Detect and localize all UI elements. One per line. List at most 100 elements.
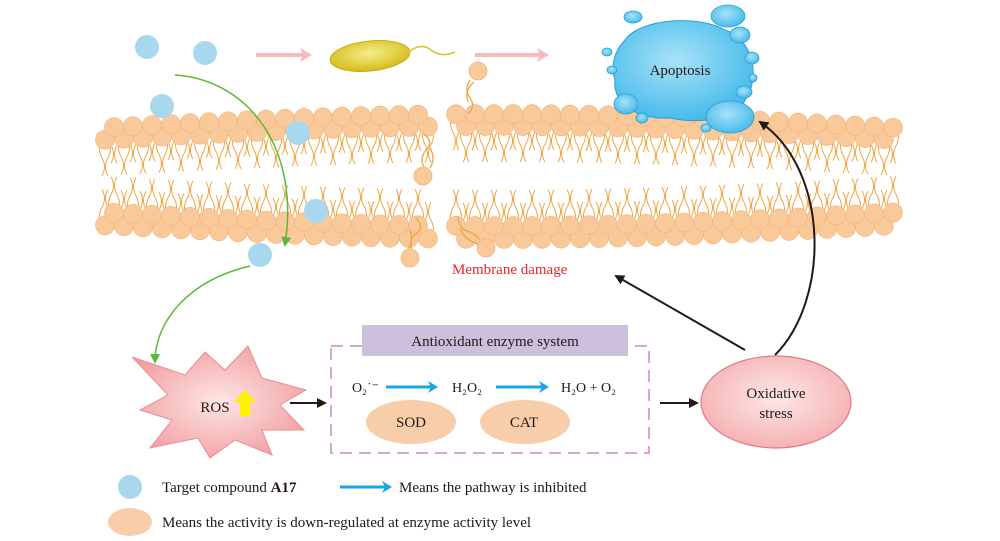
lipid-head: [503, 104, 523, 124]
lipid-head: [199, 112, 219, 132]
lipid-head: [389, 105, 409, 125]
lipid-head: [807, 113, 827, 134]
lipid-head: [712, 211, 732, 231]
lipid-head: [541, 215, 561, 236]
enzyme-system-header: [362, 325, 628, 356]
lipid-head: [693, 211, 713, 232]
lipid-head: [351, 214, 371, 234]
ros-label: ROS: [200, 400, 229, 416]
green-arrow-entry: [174, 74, 292, 247]
oxidative-stress-line1: Oxidative: [746, 386, 805, 402]
legend-compound-swatch: [118, 475, 142, 499]
lipid-head: [389, 215, 409, 235]
lipid-head: [370, 214, 390, 235]
lipid-head: [180, 113, 200, 133]
lipid-head: [541, 104, 561, 125]
cell-membrane: [95, 104, 903, 249]
lipid-head: [256, 210, 276, 231]
lipid-head: [142, 205, 162, 225]
lipid-head: [218, 208, 238, 229]
lipid-head: [788, 207, 808, 228]
lipid-head: [332, 213, 352, 234]
lipid-head: [826, 114, 846, 135]
lipid-head: [826, 205, 846, 226]
lipid-head: [199, 208, 219, 228]
lipid-head: [845, 115, 865, 136]
green-arrow-to-ros: [150, 265, 251, 364]
lipid-head: [883, 117, 903, 138]
lipid-head: [418, 228, 438, 249]
antioxidant-enzyme-system: Antioxidant enzyme system O₂˙⁻ H₂O₂ H₂O …: [330, 325, 650, 454]
lipid-heads: [95, 104, 903, 249]
lipid-head: [560, 215, 580, 236]
lipid-head: [161, 206, 181, 226]
lipid-head: [446, 104, 466, 125]
enzyme-system-title: Antioxidant enzyme system: [411, 334, 579, 350]
up-arrow-icon: [234, 390, 256, 416]
lipid-head: [579, 105, 599, 125]
superoxide-label: O₂˙⁻: [352, 381, 379, 396]
lipid-head: [636, 213, 656, 234]
products-label: H₂O + O₂: [561, 381, 616, 396]
lipid-head: [522, 104, 542, 124]
cat-enzyme: [480, 400, 570, 444]
legend-compound-text: Target compound A17: [162, 480, 297, 496]
lipid-head: [503, 216, 523, 236]
lipid-head: [807, 206, 827, 227]
lipid-head: [769, 208, 789, 229]
lipid-head: [408, 104, 428, 125]
lipid-head: [731, 210, 751, 230]
lipid-head: [218, 111, 238, 132]
sod-label: SOD: [396, 415, 426, 431]
lipid-head: [617, 214, 637, 235]
lipid-head: [313, 107, 333, 128]
lipid-head: [845, 204, 865, 225]
lipid-head: [123, 204, 143, 224]
ros-burst: ROS: [131, 345, 308, 459]
legend-downregulated-text: Means the activity is down-regulated at …: [162, 515, 531, 531]
legend-compound-name: A17: [271, 480, 297, 496]
lipid-head: [332, 106, 352, 127]
oxidative-stress: Oxidative stress: [700, 355, 852, 449]
lipid-head: [142, 115, 162, 135]
legend-enzyme-swatch: [108, 508, 152, 536]
lipid-head: [579, 215, 599, 235]
lipid-head: [351, 106, 371, 126]
sod-enzyme: [366, 400, 456, 444]
lipid-head: [788, 112, 808, 133]
loose-lipid-heads: [400, 61, 496, 268]
arrow-stress-to-membrane: [614, 275, 746, 351]
lipid-head: [864, 203, 884, 224]
legend-compound-prefix: Target compound: [162, 480, 271, 496]
apoptosis-label: Apoptosis: [650, 63, 711, 79]
lipid-head: [769, 111, 789, 132]
legend-inhibited-text: Means the pathway is inhibited: [399, 480, 587, 496]
lipid-head: [123, 116, 143, 136]
lipid-head: [883, 202, 903, 223]
cat-label: CAT: [510, 415, 538, 431]
lipid-head: [655, 213, 675, 233]
lipid-head: [750, 209, 770, 230]
lipid-head: [180, 207, 200, 227]
arrow-stress-to-apoptosis: [758, 120, 816, 356]
lipid-head: [408, 215, 428, 236]
oxidative-stress-line2: stress: [759, 406, 792, 422]
hydrogen-peroxide-label: H₂O₂: [452, 381, 482, 396]
lipid-head: [104, 117, 124, 138]
lipid-head: [465, 216, 485, 236]
lipid-head: [275, 211, 295, 232]
legend: Target compound A17 Means the pathway is…: [108, 475, 587, 536]
compound-a17-molecules: [135, 35, 328, 267]
lipid-head: [484, 216, 504, 236]
lipid-head: [237, 209, 257, 230]
lipid-head: [484, 104, 504, 124]
lipid-head: [598, 105, 618, 126]
lipid-head: [522, 216, 542, 236]
lipid-head: [560, 104, 580, 125]
lipid-head: [864, 116, 884, 137]
apoptosis-cell: Apoptosis: [601, 4, 760, 134]
lipid-head: [104, 202, 124, 223]
membrane-damage-label: Membrane damage: [452, 262, 568, 278]
